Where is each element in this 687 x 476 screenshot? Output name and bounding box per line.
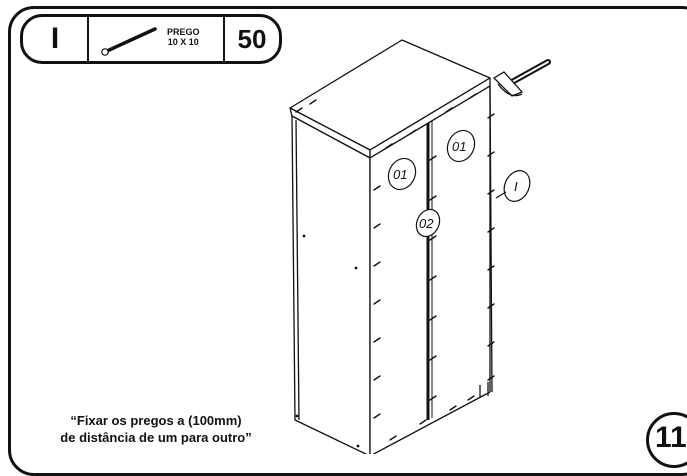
caption-line2: de distância de um para outro” [60, 430, 252, 445]
part-name: PREGO 10 X 10 [167, 27, 200, 47]
callout-door-left: 01 [393, 167, 407, 182]
caption-line1: “Fixar os pregos a (100mm) [70, 413, 242, 428]
callout-nail-part: I [514, 179, 518, 194]
callout-door-joint: 02 [419, 216, 434, 231]
wardrobe-drawing: 01 01 02 I [289, 39, 551, 454]
callout-door-right: 01 [452, 139, 466, 154]
hammer-icon [492, 59, 551, 97]
parts-box: I PREGO 10 X 10 50 [20, 14, 282, 64]
nail-icon [101, 27, 157, 56]
instruction-caption: “Fixar os pregos a (100mm) de distância … [6, 412, 306, 446]
part-nail-cell: PREGO 10 X 10 [89, 17, 225, 61]
part-letter: I [23, 17, 89, 61]
part-quantity: 50 [237, 23, 267, 54]
part-name-line1: PREGO [167, 27, 200, 37]
part-name-line2: 10 X 10 [167, 37, 199, 47]
